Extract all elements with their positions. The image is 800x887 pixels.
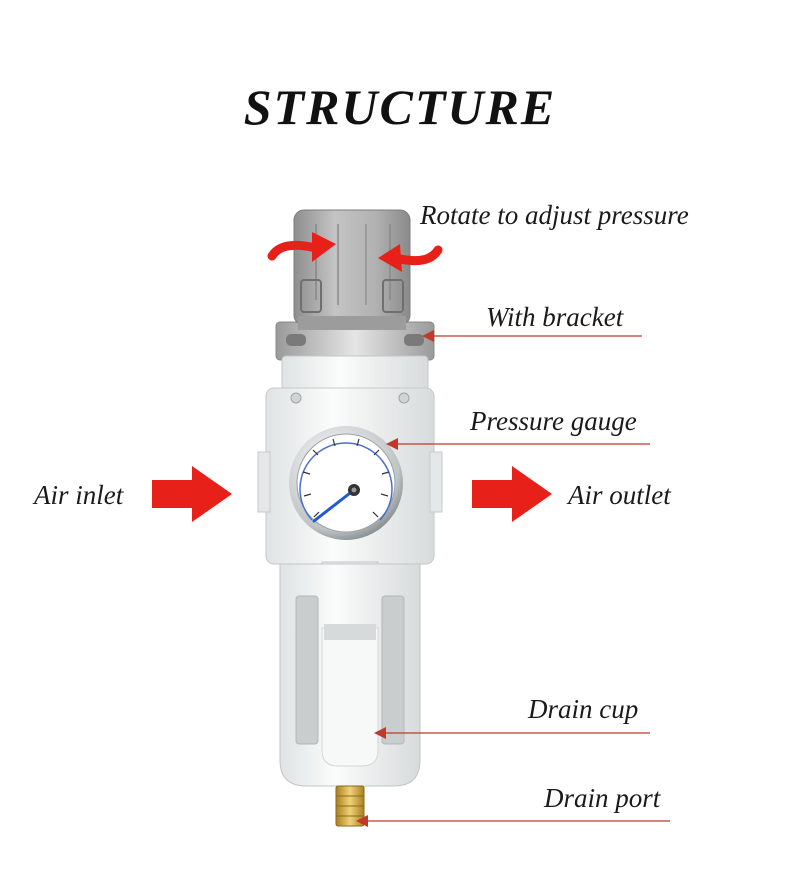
body-port-left [257, 451, 271, 513]
bracket-slot [404, 334, 424, 346]
knob-base [298, 316, 406, 330]
bracket-slot [286, 334, 306, 346]
adjust-knob [293, 209, 411, 326]
label-with-bracket: With bracket [486, 302, 624, 332]
guard-window [381, 595, 405, 745]
label-pressure-gauge: Pressure gauge [470, 406, 637, 436]
body-screw [398, 392, 410, 404]
curved-arrow-icon [378, 244, 443, 272]
gauge-ticks [302, 438, 390, 518]
body-screw [290, 392, 302, 404]
leader-arrowhead [422, 330, 434, 342]
pressure-gauge-face [296, 433, 396, 533]
gauge-needle [312, 488, 356, 523]
knob-latch [382, 279, 404, 313]
bowl-ring [324, 624, 376, 640]
label-drain-cup: Drain cup [528, 694, 639, 724]
leader-arrowhead [386, 438, 398, 450]
label-drain-port: Drain port [544, 783, 661, 813]
gauge-hub-cap [351, 487, 357, 493]
leader-arrowhead [374, 727, 386, 739]
gauge-scale-arc [299, 442, 393, 521]
body-port-right [429, 451, 443, 513]
drain-cup [321, 627, 379, 767]
page-title: STRUCTURE [243, 79, 557, 135]
guard-window [295, 595, 319, 745]
label-air-outlet: Air outlet [568, 480, 671, 510]
knob-latch [300, 279, 322, 313]
leader-arrowhead [356, 815, 368, 827]
collar [281, 355, 429, 391]
label-air-inlet: Air inlet [34, 480, 124, 510]
label-rotate-adjust: Rotate to adjust pressure [420, 200, 689, 230]
curved-arrow-icon [267, 232, 336, 262]
right-arrow-icon [152, 466, 232, 522]
right-arrow-icon [472, 466, 552, 522]
